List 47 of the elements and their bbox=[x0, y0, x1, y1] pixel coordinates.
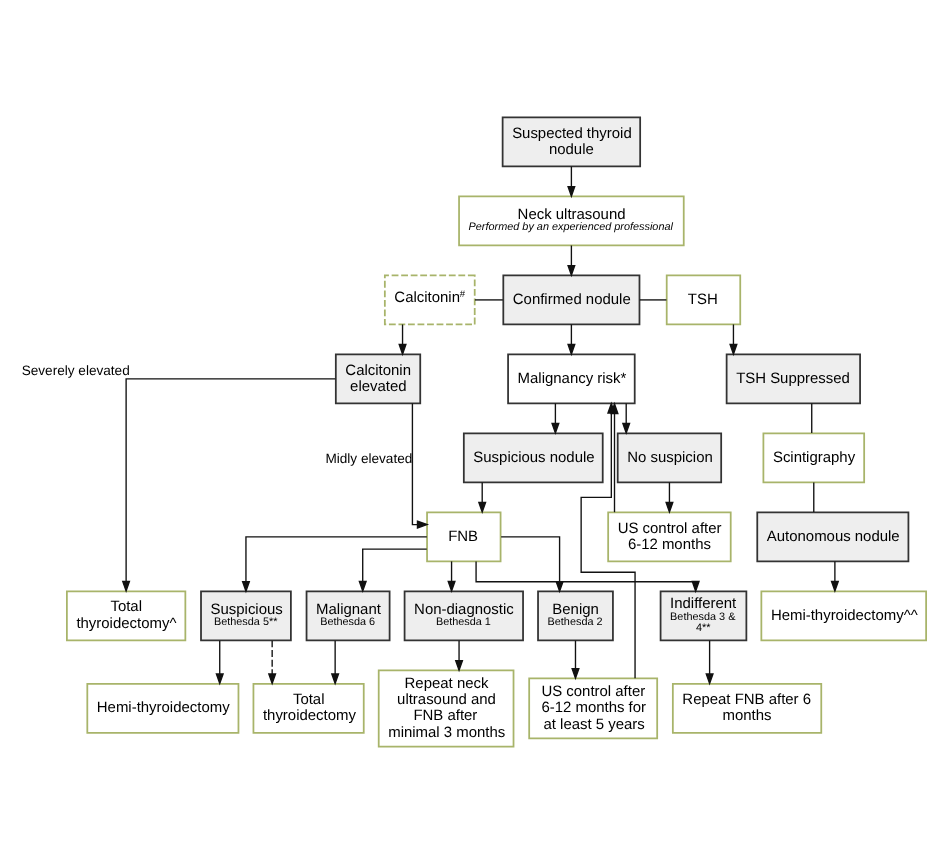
arrow bbox=[398, 323, 407, 357]
arrow bbox=[358, 548, 428, 594]
node-box: US control after 6-12 months bbox=[607, 511, 732, 563]
node-box: US control after 6-12 months for at least 5 years bbox=[528, 677, 659, 740]
arrow bbox=[567, 244, 576, 278]
arrow bbox=[551, 402, 560, 436]
arrow bbox=[705, 639, 714, 686]
node-box: Repeat neck ultrasound and FNB after minimal 3 months bbox=[377, 669, 515, 748]
arrow bbox=[665, 481, 674, 515]
node-box: Suspected thyroid nodule bbox=[501, 116, 642, 168]
arrow bbox=[215, 639, 225, 686]
arrow bbox=[729, 323, 738, 357]
arrow bbox=[567, 165, 576, 199]
connector bbox=[639, 299, 668, 301]
node-box: Suspicious nodule bbox=[462, 432, 604, 484]
node-box: Total thyroidectomy^ bbox=[66, 590, 187, 642]
arrow bbox=[241, 536, 428, 594]
arrow bbox=[447, 560, 456, 594]
arrow bbox=[454, 639, 464, 673]
node-box: Malignancy risk* bbox=[507, 353, 636, 405]
node-box: Confirmed nodule bbox=[502, 274, 641, 326]
node-box: Hemi-thyroidectomy^^ bbox=[760, 590, 927, 642]
arrow bbox=[121, 378, 336, 593]
node-box: Total thyroidectomy bbox=[252, 683, 365, 734]
connector bbox=[811, 402, 813, 434]
node-box: Hemi-thyroidectomy bbox=[86, 683, 240, 734]
node-box: Calcitonin$^{#}$ bbox=[383, 274, 476, 326]
node-box: Calcitonin elevated bbox=[334, 353, 422, 405]
arrow bbox=[500, 536, 564, 594]
node-box: No suspicion bbox=[616, 432, 723, 484]
arrow bbox=[830, 560, 840, 594]
node-box: Scintigraphy bbox=[762, 432, 866, 484]
node-box: Autonomous nodule bbox=[756, 511, 910, 563]
node-box: TSH Suppressed bbox=[725, 353, 861, 405]
node-box: TSH bbox=[665, 274, 742, 326]
arrow bbox=[477, 481, 487, 515]
connector bbox=[474, 299, 504, 301]
arrow bbox=[571, 639, 580, 681]
arrow bbox=[411, 402, 430, 529]
arrow bbox=[621, 402, 631, 436]
arrow bbox=[567, 323, 576, 357]
arrow bbox=[475, 560, 700, 594]
node-box: Repeat FNB after 6 months bbox=[671, 683, 823, 734]
arrow bbox=[267, 639, 277, 686]
connector bbox=[813, 481, 815, 513]
arrow bbox=[330, 639, 340, 686]
node-box: FNB bbox=[426, 511, 502, 563]
